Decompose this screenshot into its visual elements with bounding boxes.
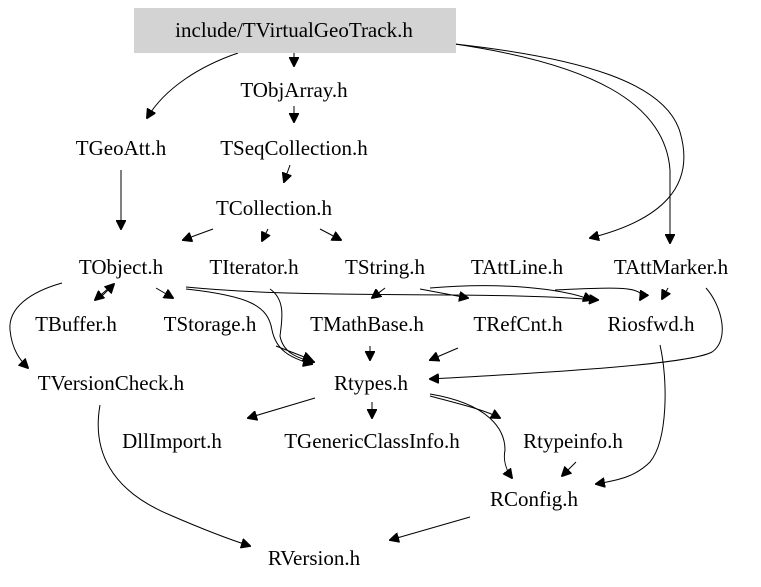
edge-tobject-tversioncheck <box>9 282 63 368</box>
edge-tattmarker-riosfwd <box>662 287 668 299</box>
edge-rtypes-rconfig <box>429 393 512 478</box>
edge-root-tattline <box>454 43 685 238</box>
edge-riosfwd-rconfig <box>596 344 666 484</box>
root-node-highlight <box>134 8 456 53</box>
node-tcollection[interactable]: TCollection.h <box>216 196 333 220</box>
node-riosfwd[interactable]: Riosfwd.h <box>608 312 695 336</box>
node-tstring[interactable]: TString.h <box>345 255 425 279</box>
node-tgeoatt[interactable]: TGeoAtt.h <box>76 136 167 160</box>
edge-tstring-riosfwd <box>429 285 592 300</box>
edge-tcollection-titerator <box>262 228 268 241</box>
edge-tattmarker-rtypes <box>430 287 723 379</box>
node-rtypes[interactable]: Rtypes.h <box>334 371 409 395</box>
node-tattmarker[interactable]: TAttMarker.h <box>614 255 729 279</box>
edge-tbuffer-tobject <box>99 284 114 299</box>
node-rtypeinfo[interactable]: Rtypeinfo.h <box>523 429 623 453</box>
node-tseqcollection[interactable]: TSeqCollection.h <box>220 136 368 160</box>
edge-rtypes-dllimport <box>248 397 316 418</box>
edge-root-tattmarker <box>454 43 670 243</box>
edge-tstring-trefcnt <box>419 288 468 298</box>
node-tbuffer[interactable]: TBuffer.h <box>35 312 117 336</box>
node-tmathbase[interactable]: TMathBase.h <box>310 312 424 336</box>
node-root[interactable]: include/TVirtualGeoTrack.h <box>175 18 413 42</box>
node-rversion[interactable]: RVersion.h <box>268 546 361 570</box>
edge-rtypes-rtypeinfo <box>429 395 500 418</box>
edge-tcollection-tstring <box>319 228 341 240</box>
edge-root-tgeoatt <box>147 52 239 118</box>
edge-tcollection-tobject <box>183 228 214 240</box>
edge-tstring-tmathbase <box>372 287 386 298</box>
edge-tobject-rtypes <box>185 288 312 364</box>
edge-tobject-tbuffer <box>95 286 111 300</box>
node-trefcnt[interactable]: TRefCnt.h <box>473 312 563 336</box>
node-rconfig[interactable]: RConfig.h <box>490 487 579 511</box>
edge-tobject-tstorage <box>155 287 173 298</box>
edge-tseqcollection-tcollection <box>284 164 290 182</box>
nodes: include/TVirtualGeoTrack.h TObjArray.h T… <box>35 8 729 570</box>
edge-trefcnt-rtypes <box>430 347 459 360</box>
edge-tversioncheck-rversion <box>97 404 250 546</box>
edges <box>9 43 723 546</box>
node-tobjarray[interactable]: TObjArray.h <box>240 78 348 102</box>
node-tversioncheck[interactable]: TVersionCheck.h <box>38 371 185 395</box>
edge-rtypeinfo-rconfig <box>562 461 577 476</box>
edge-tobject-riosfwd <box>185 286 598 300</box>
node-tobject[interactable]: TObject.h <box>79 255 164 279</box>
edge-tattline-rtypes <box>554 287 641 300</box>
node-tgenericclassinfo[interactable]: TGenericClassInfo.h <box>284 429 460 453</box>
node-titerator[interactable]: TIterator.h <box>209 255 299 279</box>
edge-tstorage-rtypes <box>275 345 312 360</box>
edge-titerator-rtypes <box>269 288 314 362</box>
node-dllimport[interactable]: DllImport.h <box>122 429 222 453</box>
node-tattline[interactable]: TAttLine.h <box>471 255 564 279</box>
node-tstorage[interactable]: TStorage.h <box>164 312 257 336</box>
edge-rconfig-rversion <box>390 516 471 540</box>
